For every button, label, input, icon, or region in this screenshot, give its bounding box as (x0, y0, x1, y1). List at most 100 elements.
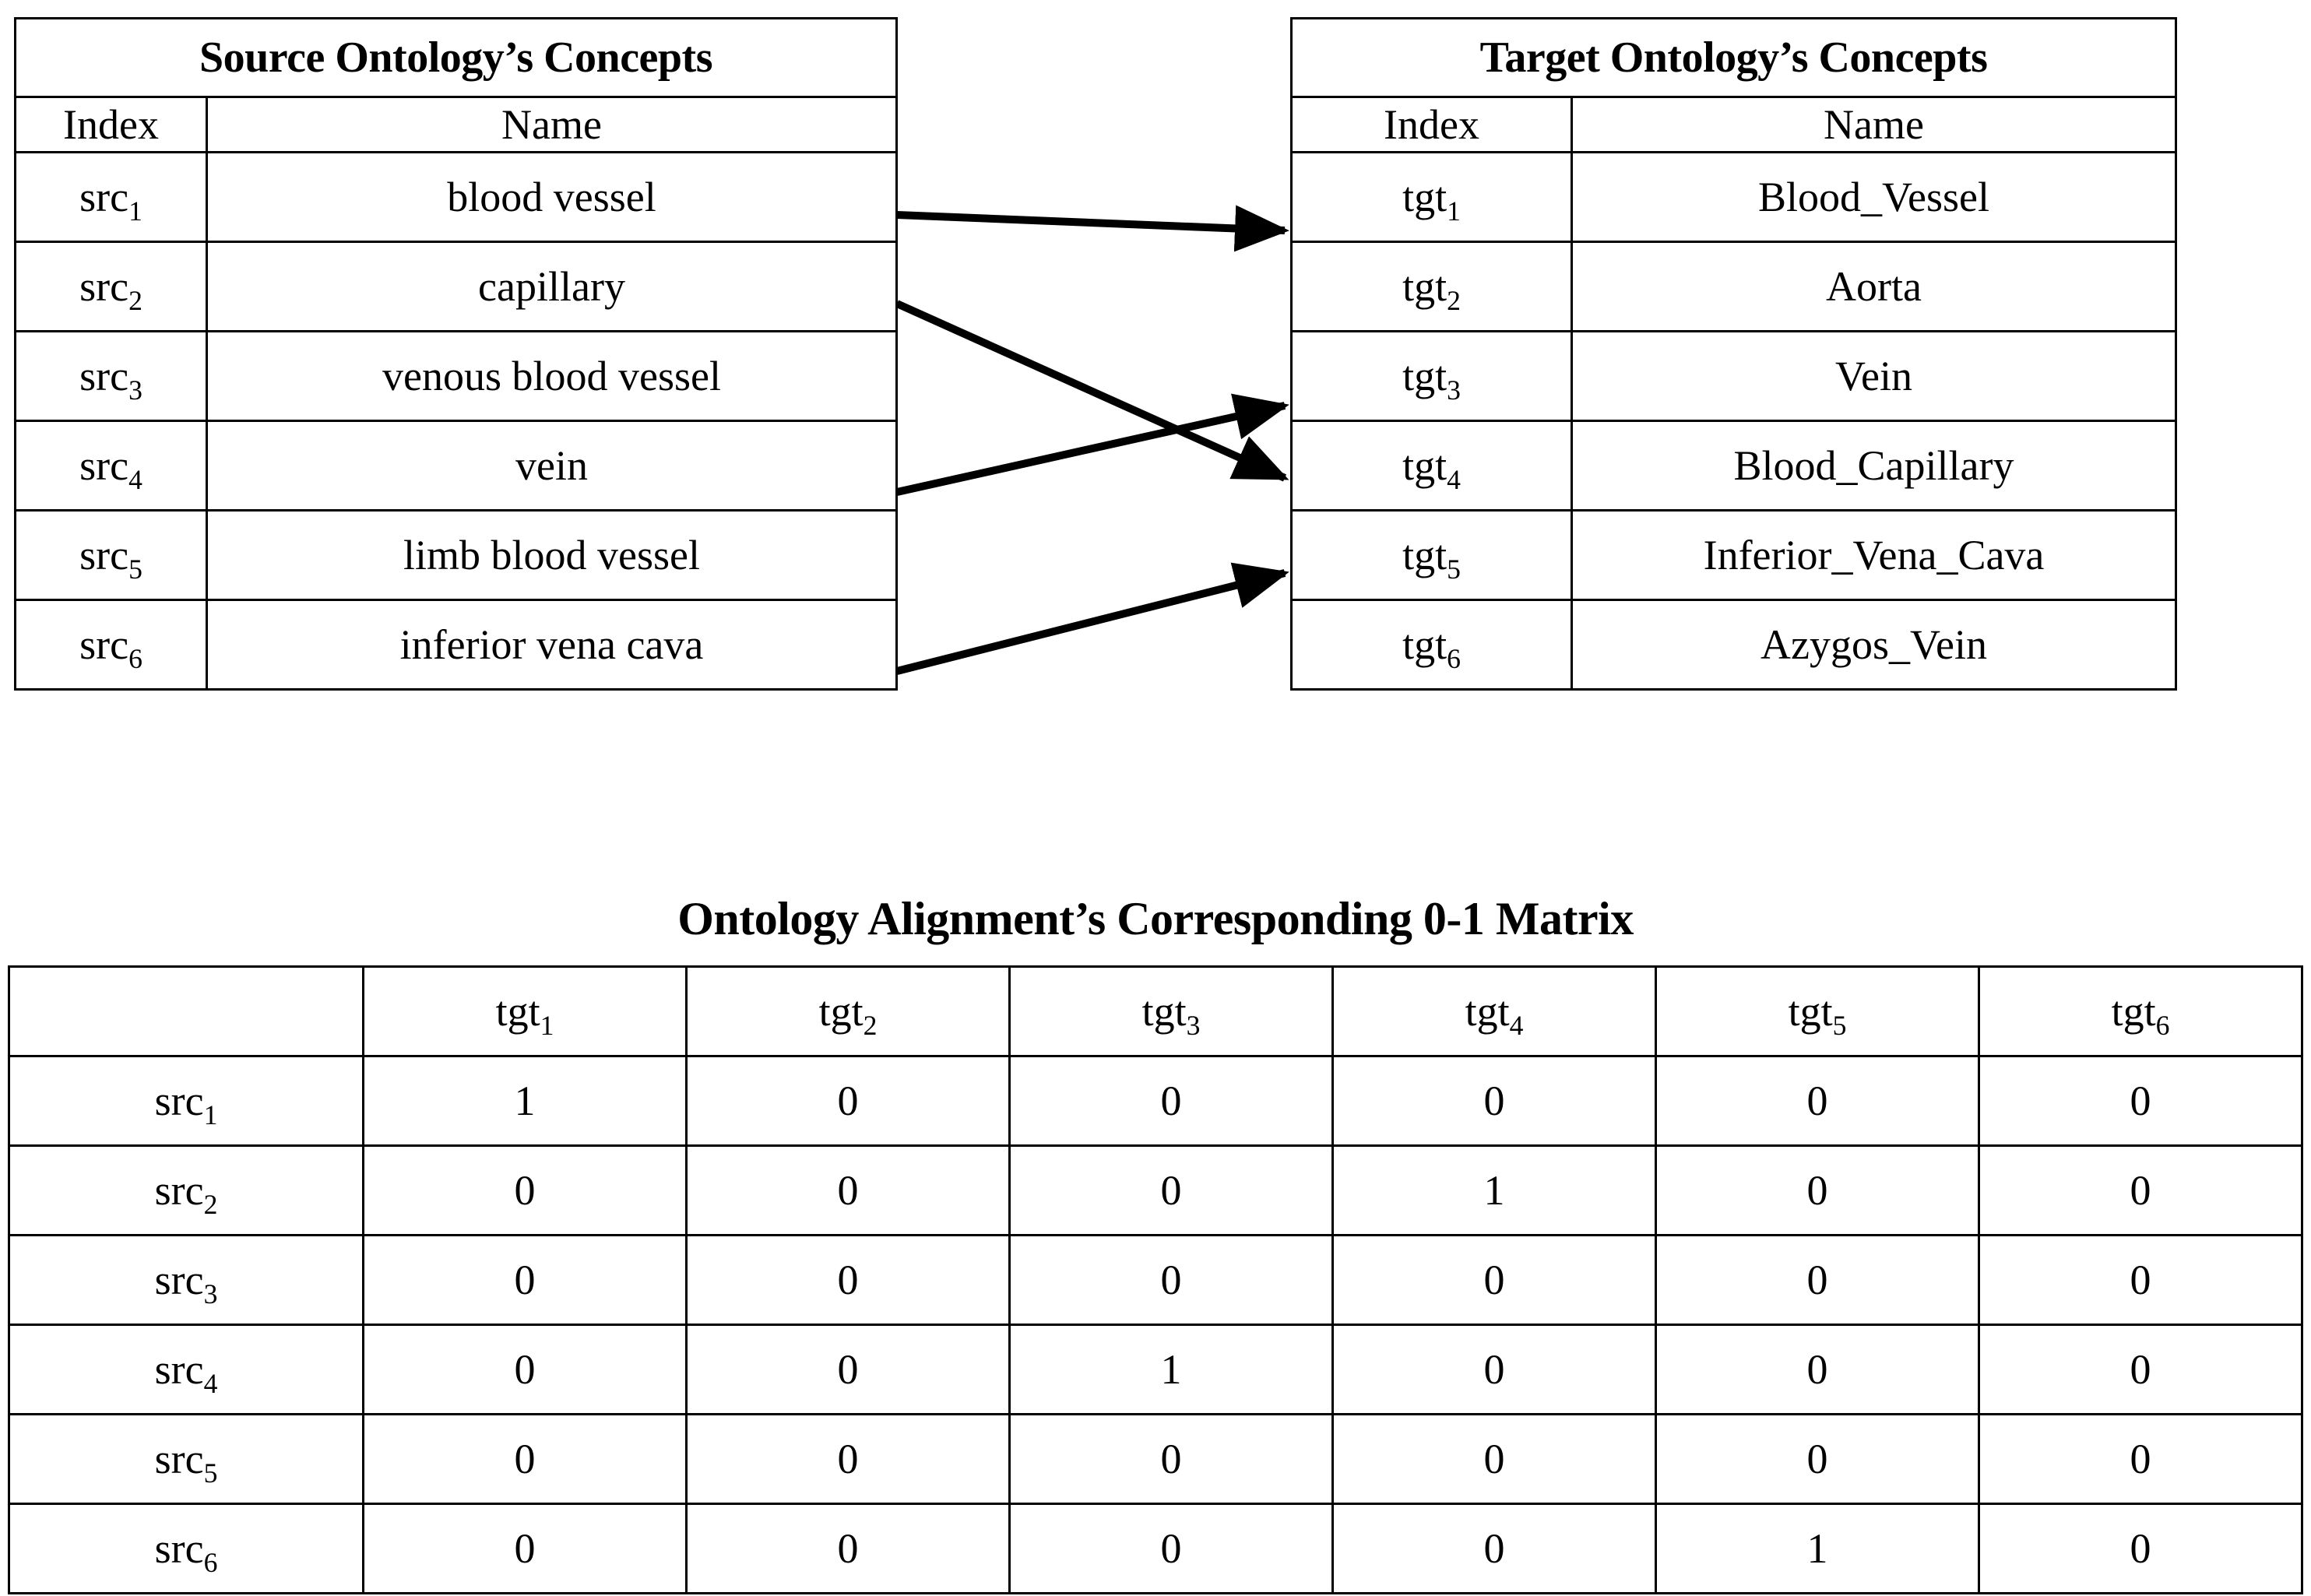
target-name-2: Aorta (1570, 241, 2178, 332)
matrix-cell-2-4: 1 (1331, 1144, 1657, 1236)
matrix-col-sub-2: 2 (863, 1009, 878, 1041)
source-index-1: src1 (14, 151, 208, 243)
matrix-col-header-tgt2: tgt2 (685, 965, 1011, 1057)
target-index-sub-3: 3 (1447, 374, 1461, 406)
source-index-base-1: src (79, 173, 129, 220)
matrix-cell-4-4: 0 (1331, 1324, 1657, 1415)
arrow-src4-to-tgt3 (895, 393, 1289, 496)
target-index-4: tgt4 (1290, 420, 1573, 511)
target-index-sub-4: 4 (1447, 463, 1461, 495)
matrix-row-src6: src6 0 0 0 0 1 0 (8, 1503, 2303, 1594)
source-index-4: src4 (14, 420, 208, 511)
table-row: tgt3 Vein (1290, 330, 2178, 422)
table-row: tgt2 Aorta (1290, 241, 2178, 332)
matrix-row-sub-5: 5 (203, 1457, 218, 1489)
target-name-6: Azygos_Vein (1570, 599, 2178, 691)
source-index-sub-1: 1 (128, 195, 142, 227)
matrix-col-header-tgt3: tgt3 (1008, 965, 1334, 1057)
matrix-title: Ontology Alignment’s Corresponding 0-1 M… (677, 893, 1634, 944)
matrix-cell-1-6: 0 (1978, 1055, 2303, 1147)
matrix-row-base-5: src (154, 1435, 204, 1482)
table-row: tgt6 Azygos_Vein (1290, 599, 2178, 691)
source-name-1: blood vessel (206, 151, 898, 243)
matrix-row-header-src1: src1 (8, 1055, 364, 1147)
matrix-cell-4-3: 1 (1008, 1324, 1334, 1415)
matrix-row-header-src5: src5 (8, 1413, 364, 1505)
matrix-row-header-src3: src3 (8, 1234, 364, 1326)
arrow-src6-to-tgt5 (895, 562, 1289, 675)
matrix-row-base-4: src (154, 1345, 204, 1393)
source-index-base-4: src (79, 441, 129, 489)
matrix-cell-6-4: 0 (1331, 1503, 1657, 1594)
table-row: src4 vein (14, 420, 898, 511)
matrix-col-header-tgt5: tgt5 (1655, 965, 1980, 1057)
source-index-sub-6: 6 (128, 642, 142, 674)
matrix-cell-5-6: 0 (1978, 1413, 2303, 1505)
table-row: src2 capillary (14, 241, 898, 332)
matrix-row-sub-2: 2 (203, 1188, 218, 1220)
table-row: src1 blood vessel (14, 151, 898, 243)
source-index-6: src6 (14, 599, 208, 691)
matrix-table-body: tgt1 tgt2 tgt3 tgt4 tgt5 tgt6 src1 1 0 0… (8, 965, 2303, 1594)
matrix-col-sub-4: 4 (1509, 1009, 1524, 1041)
matrix-cell-2-5: 0 (1655, 1144, 1980, 1236)
matrix-row-header-src4: src4 (8, 1324, 364, 1415)
source-index-base-3: src (79, 352, 129, 399)
matrix-col-sub-1: 1 (540, 1009, 554, 1041)
source-name-5: limb blood vessel (206, 509, 898, 601)
matrix-row-header-src6: src6 (8, 1503, 364, 1594)
matrix-row-src5: src5 0 0 0 0 0 0 (8, 1413, 2303, 1505)
matrix-row-sub-1: 1 (203, 1099, 218, 1130)
matrix-cell-3-3: 0 (1008, 1234, 1334, 1326)
matrix-cell-6-3: 0 (1008, 1503, 1334, 1594)
matrix-cell-6-5: 1 (1655, 1503, 1980, 1594)
target-index-base-4: tgt (1402, 441, 1447, 489)
target-table-title: Target Ontology’s Concepts (1289, 17, 2178, 98)
target-name-3: Vein (1570, 330, 2178, 422)
target-index-3: tgt3 (1290, 330, 1573, 422)
arrow-src2-to-tgt4 (895, 300, 1289, 482)
matrix-cell-4-6: 0 (1978, 1324, 2303, 1415)
table-row: tgt1 Blood_Vessel (1290, 151, 2178, 243)
matrix-row-base-6: src (154, 1524, 204, 1572)
target-index-sub-2: 2 (1447, 284, 1461, 316)
matrix-col-base-2: tgt (818, 987, 864, 1035)
source-name-4: vein (206, 420, 898, 511)
matrix-cell-1-2: 0 (685, 1055, 1011, 1147)
target-index-5: tgt5 (1290, 509, 1573, 601)
matrix-row-base-1: src (154, 1077, 204, 1124)
matrix-row-src2: src2 0 0 0 1 0 0 (8, 1144, 2303, 1236)
target-index-sub-5: 5 (1447, 553, 1461, 585)
matrix-cell-5-4: 0 (1331, 1413, 1657, 1505)
target-name-5: Inferior_Vena_Cava (1570, 509, 2178, 601)
matrix-col-base-1: tgt (495, 987, 540, 1035)
matrix-cell-1-4: 0 (1331, 1055, 1657, 1147)
matrix-cell-2-3: 0 (1008, 1144, 1334, 1236)
matrix-cell-5-3: 0 (1008, 1413, 1334, 1505)
source-index-3: src3 (14, 330, 208, 422)
matrix-row-sub-4: 4 (203, 1367, 218, 1399)
source-table-title: Source Ontology’s Concepts (14, 17, 898, 98)
target-col-header-index: Index (1290, 96, 1573, 153)
table-row: src6 inferior vena cava (14, 599, 898, 691)
matrix-cell-3-6: 0 (1978, 1234, 2303, 1326)
matrix-cell-3-1: 0 (362, 1234, 688, 1326)
source-header-row: Index Name (14, 96, 898, 153)
table-row: src3 venous blood vessel (14, 330, 898, 422)
matrix-cell-1-1: 1 (362, 1055, 688, 1147)
target-index-base-2: tgt (1402, 262, 1447, 310)
target-index-sub-1: 1 (1447, 195, 1461, 227)
source-index-base-2: src (79, 262, 129, 310)
matrix-cell-1-3: 0 (1008, 1055, 1334, 1147)
table-row: tgt5 Inferior_Vena_Cava (1290, 509, 2178, 601)
target-index-2: tgt2 (1290, 241, 1573, 332)
matrix-col-sub-3: 3 (1186, 1009, 1201, 1041)
source-name-6: inferior vena cava (206, 599, 898, 691)
target-name-4: Blood_Capillary (1570, 420, 2178, 511)
target-table-body: Target Ontology’s Concepts Index Name tg… (1289, 17, 2178, 691)
matrix-col-header-tgt4: tgt4 (1331, 965, 1657, 1057)
matrix-cell-2-6: 0 (1978, 1144, 2303, 1236)
matrix-col-sub-6: 6 (2155, 1009, 2170, 1041)
matrix-row-base-3: src (154, 1256, 204, 1303)
target-index-sub-6: 6 (1447, 642, 1461, 674)
